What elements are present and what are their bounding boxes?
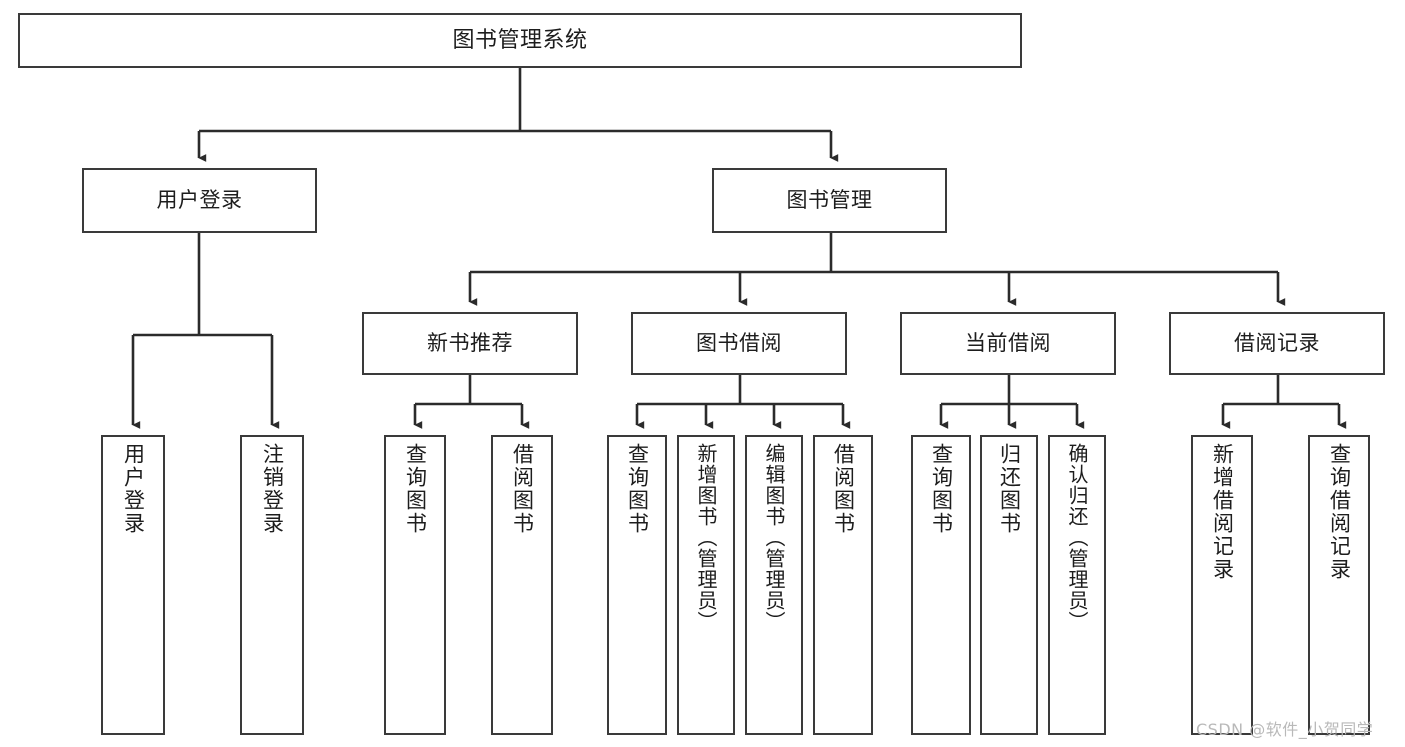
node-root-book-management-system[interactable]: 图书管理系统 <box>18 13 1022 68</box>
node-label: 借阅图书 <box>831 443 856 535</box>
node-current-borrow[interactable]: 当前借阅 <box>900 312 1116 375</box>
node-label: 查询图书 <box>403 443 428 535</box>
node-leaf-query-book-1[interactable]: 查询图书 <box>384 435 446 735</box>
node-label: 注销登录 <box>260 443 285 535</box>
node-label: 图书管理 <box>786 188 873 213</box>
node-label: 查询图书 <box>625 443 650 535</box>
node-book-management[interactable]: 图书管理 <box>712 168 947 233</box>
node-label: 图书借阅 <box>696 331 782 356</box>
node-borrow-record[interactable]: 借阅记录 <box>1169 312 1385 375</box>
node-label: 借阅图书 <box>510 443 535 535</box>
node-leaf-query-book-3[interactable]: 查询图书 <box>911 435 971 735</box>
node-leaf-add-book[interactable]: 新增图书（管理员） <box>677 435 735 735</box>
node-label: 归还图书 <box>997 443 1022 535</box>
node-label: 查询借阅记录 <box>1327 443 1352 581</box>
node-leaf-borrow-book-2[interactable]: 借阅图书 <box>813 435 873 735</box>
node-label: 用户登录 <box>156 188 243 213</box>
node-leaf-query-record[interactable]: 查询借阅记录 <box>1308 435 1370 735</box>
node-leaf-query-book-2[interactable]: 查询图书 <box>607 435 667 735</box>
node-user-login[interactable]: 用户登录 <box>82 168 317 233</box>
node-leaf-add-record[interactable]: 新增借阅记录 <box>1191 435 1253 735</box>
node-label: 新增借阅记录 <box>1210 443 1235 581</box>
node-label: 借阅记录 <box>1234 331 1320 356</box>
node-leaf-user-login[interactable]: 用户登录 <box>101 435 165 735</box>
watermark-text: CSDN @软件_小贺同学 <box>1196 720 1374 739</box>
node-label: 用户登录 <box>121 443 146 535</box>
node-label: 当前借阅 <box>965 331 1051 356</box>
node-label: 新书推荐 <box>427 331 513 356</box>
node-label: 查询图书 <box>929 443 954 535</box>
node-leaf-edit-book[interactable]: 编辑图书（管理员） <box>745 435 803 735</box>
node-label: 确认归还（管理员） <box>1065 443 1089 632</box>
node-book-borrow[interactable]: 图书借阅 <box>631 312 847 375</box>
node-label: 编辑图书（管理员） <box>762 443 786 632</box>
node-new-book-recommend[interactable]: 新书推荐 <box>362 312 578 375</box>
node-leaf-return-book[interactable]: 归还图书 <box>980 435 1038 735</box>
node-label: 图书管理系统 <box>452 27 588 53</box>
node-leaf-confirm-return[interactable]: 确认归还（管理员） <box>1048 435 1106 735</box>
node-label: 新增图书（管理员） <box>694 443 718 632</box>
node-leaf-logout-login[interactable]: 注销登录 <box>240 435 304 735</box>
node-leaf-borrow-book-1[interactable]: 借阅图书 <box>491 435 553 735</box>
